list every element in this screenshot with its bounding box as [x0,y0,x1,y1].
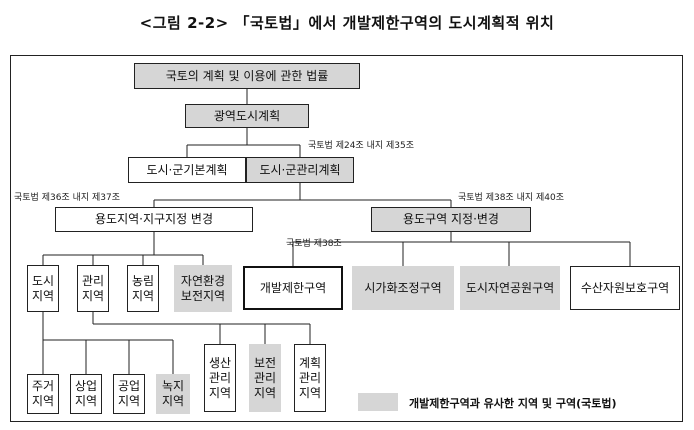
management-area-box: 관리 지역 [77,265,109,312]
production-mgmt-box: 생산 관리 지역 [204,344,236,412]
agricultural-area-box: 농림 지역 [127,265,159,312]
legend-swatch [358,393,398,411]
note-art38-40: 국토법 제38조 내지 제40조 [458,193,565,203]
conservation-mgmt-box: 보전 관리 지역 [249,344,281,412]
diagram-frame [10,55,683,422]
residential-area-box: 주거 지역 [27,374,59,414]
zone-change-box: 용도지역·지구지정 변경 [55,207,253,232]
legend-label: 개발제한구역과 유사한 지역 및 구역(국토법) [409,397,617,410]
mgmt-plan-box: 도시·군관리계획 [246,157,354,183]
industrial-area-box: 공업 지역 [113,374,145,414]
nature-conservation-box: 자연환경 보전지역 [174,265,232,312]
urban-nature-park-box: 도시자연공원구역 [460,266,560,310]
basic-plan-box: 도시·군기본계획 [128,157,246,183]
note-art24-35: 국토법 제24조 내지 제35조 [308,141,415,151]
planned-mgmt-box: 계획 관리 지역 [294,344,326,412]
district-change-box: 용도구역 지정·변경 [371,207,531,232]
urbanization-control-box: 시가화조정구역 [352,266,454,310]
green-area-box: 녹지 지역 [156,374,190,414]
fisheries-protection-box: 수산자원보호구역 [570,266,680,310]
figure-title: <그림 2-2> 「국토법」에서 개발제한구역의 도시계획적 위치 [139,14,555,32]
metro-plan-box: 광역도시계획 [185,104,309,128]
urban-area-box: 도시 지역 [27,265,59,312]
note-art38: 국토법 제38조 [286,239,342,249]
commercial-area-box: 상업 지역 [70,374,102,414]
greenbelt-box: 개발제한구역 [243,266,343,310]
note-art36-37: 국토법 제36조 내지 제37조 [14,193,121,203]
law-box: 국토의 계획 및 이용에 관한 법률 [134,63,360,89]
